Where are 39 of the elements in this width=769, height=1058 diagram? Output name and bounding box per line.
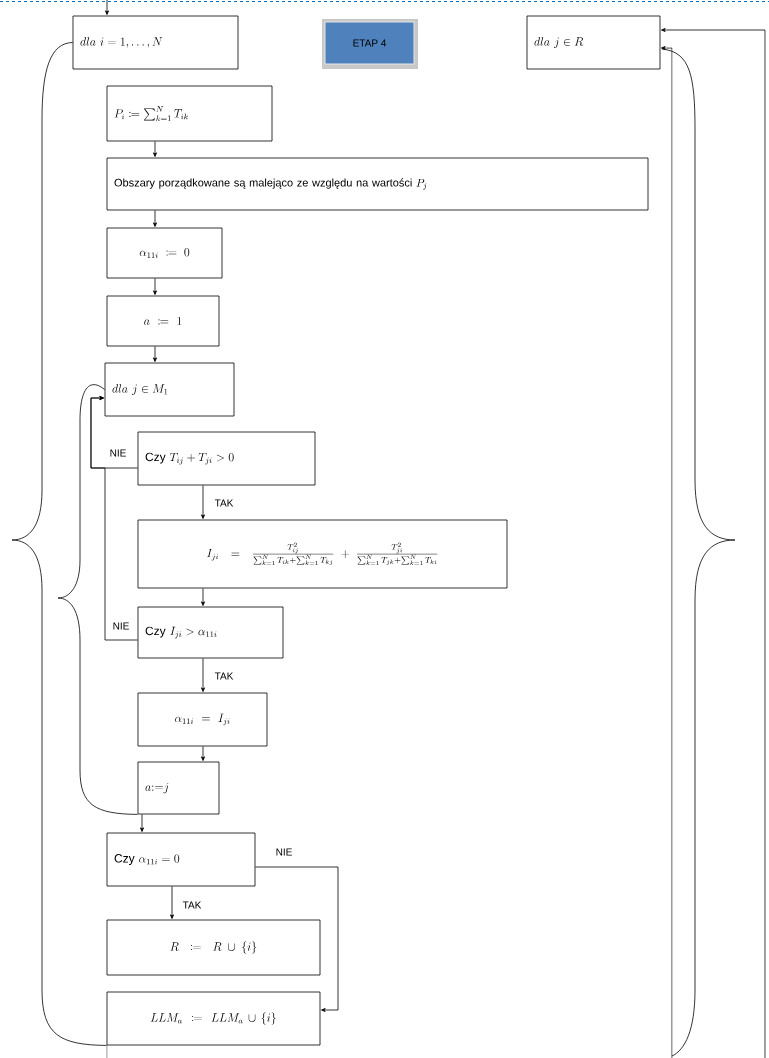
process-box: $I_{ji} = \frac{T_{ij}^2}{\sum_{k=1}^{N} T_{ik} + \sum_{k=1}^{N} T_{kj}} + \frac{T_{ji}^2}{\sum_{k=1}^{N} T_{jk} + \sum_{k=1}^{N} T_{ki}}$ xyxy=(137,519,508,589)
arrow xyxy=(255,866,339,1012)
arrow xyxy=(153,346,157,362)
loop-brace xyxy=(57,384,138,815)
loop-brace xyxy=(11,42,107,1046)
arrow xyxy=(661,28,766,1058)
arrow xyxy=(201,588,205,606)
process-box: $LLM_a \coloneqq LLM_a \cup \{i\}$ xyxy=(106,991,321,1046)
arrow xyxy=(153,278,157,295)
edge-label: TAK xyxy=(213,671,235,681)
arrow xyxy=(201,485,205,519)
edge-label: TAK xyxy=(213,498,235,508)
loop-box: $dla\ i = 1, \ldots, N$ xyxy=(72,15,239,70)
process-box: $R \coloneqq R \cup \{i\}$ xyxy=(106,919,321,976)
process-box: $a{:=}j$ xyxy=(137,761,220,815)
arrow xyxy=(153,141,157,157)
loop-box: $dla\ j \in M_1$ xyxy=(104,362,235,417)
process-box: $a \coloneqq 1$ xyxy=(106,295,220,347)
arrow xyxy=(170,886,174,919)
decision-box: $\text{Czy }T_{ij} + T_{ji} > 0$ xyxy=(137,431,316,486)
process-box: $\text{Obszary porządkowane są malejąco ze względu na wartości }P_j$ xyxy=(106,157,649,211)
arrow xyxy=(201,658,205,692)
stage-badge: ETAP 4 xyxy=(322,19,418,69)
arrow xyxy=(140,814,144,832)
edge-label: NIE xyxy=(111,621,131,631)
arrow xyxy=(105,0,109,15)
arrow xyxy=(661,46,673,1058)
process-box: $P_i \coloneqq \sum_{k=1}^{N} T_{ik}$ xyxy=(106,85,273,142)
process-box: $\alpha_{11i} = I_{ji}$ xyxy=(137,692,268,747)
loop-box: $dla\ j \in R$ xyxy=(526,15,661,70)
decision-box: $\text{Czy }I_{ji} > \alpha_{11i}$ xyxy=(137,606,284,659)
decision-box: $\text{Czy }\alpha_{11i} = 0$ xyxy=(106,832,256,887)
edge-label: TAK xyxy=(181,900,203,910)
arrow xyxy=(201,746,205,761)
process-box: $\alpha_{11i} \coloneqq 0$ xyxy=(106,227,223,279)
edge-label: NIE xyxy=(274,847,294,857)
arrow xyxy=(90,396,138,641)
arrow xyxy=(153,210,157,227)
edge-label: NIE xyxy=(108,448,128,458)
